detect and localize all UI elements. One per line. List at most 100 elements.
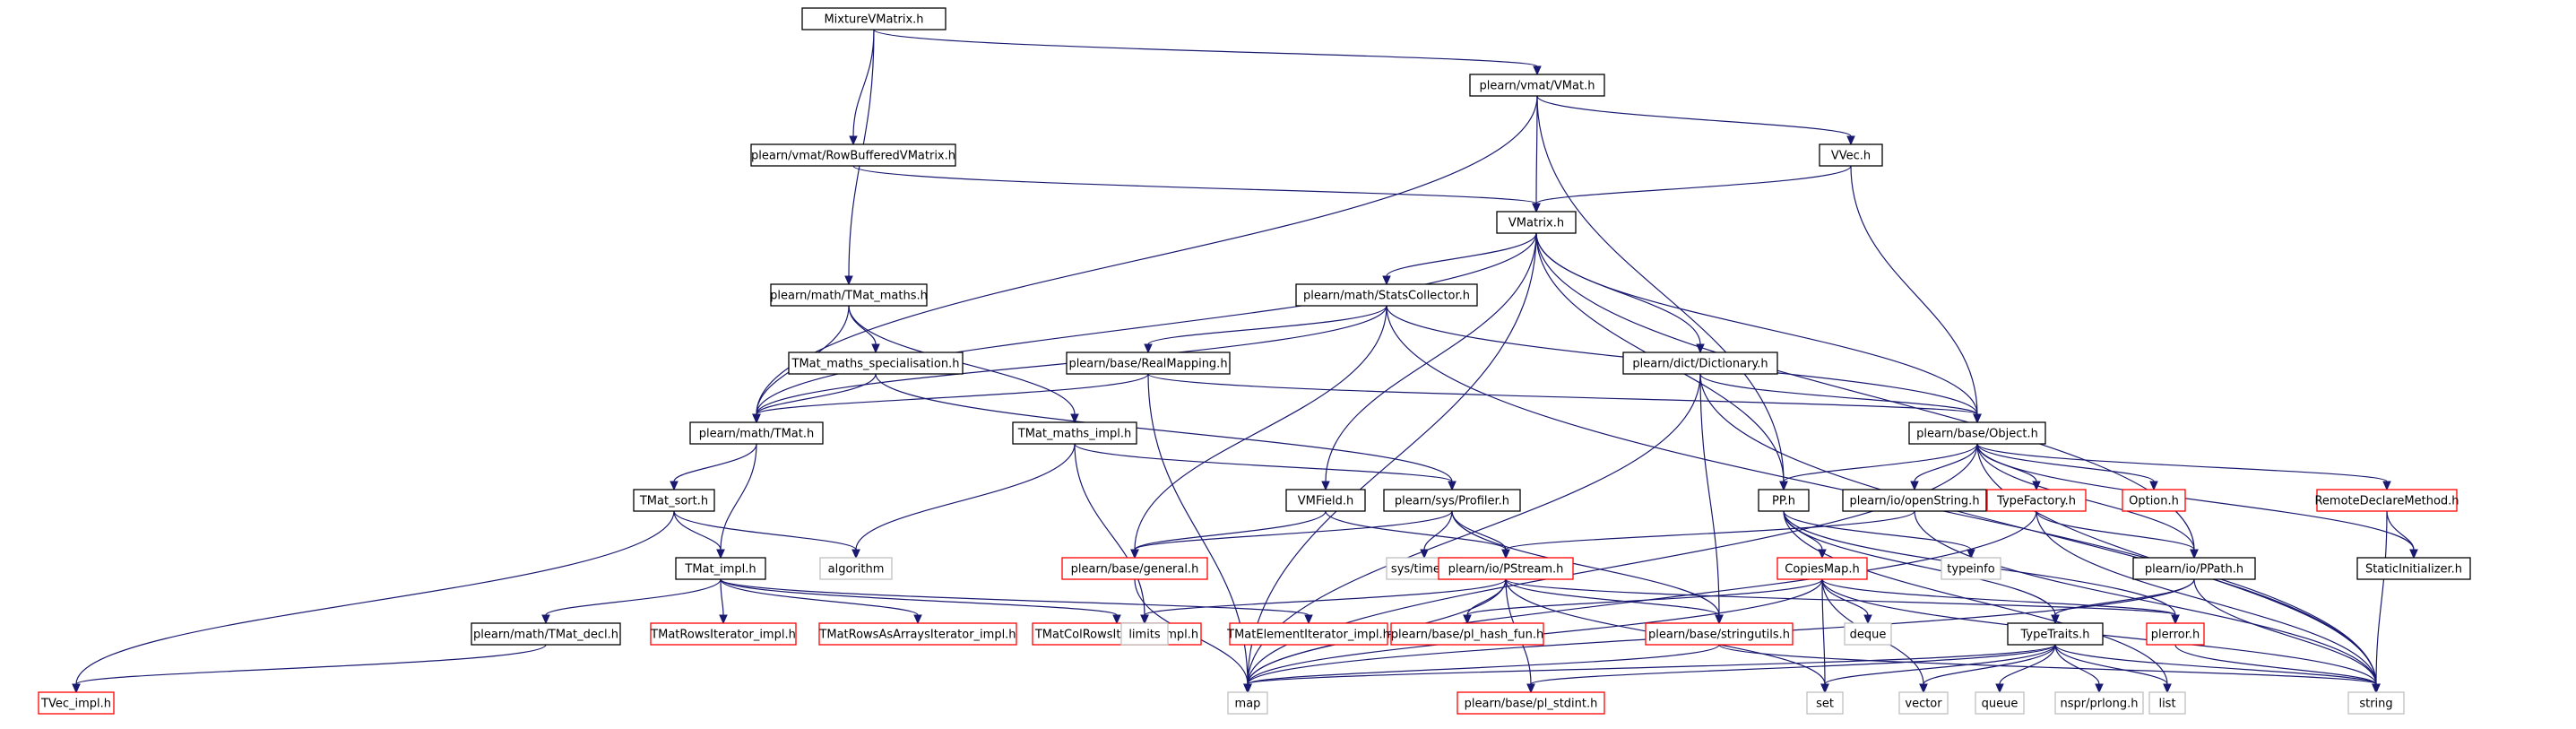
edge-line [1976,443,2415,551]
node-typefactory[interactable]: TypeFactory.h [1986,489,2087,512]
node-realmap[interactable]: plearn/base/RealMapping.h [1066,351,1231,375]
edge-line [1821,578,2176,616]
edge-arrowhead [2372,683,2381,694]
edge-arrowhead [1382,275,1391,286]
node-label: MixtureVMatrix.h [824,13,923,27]
edge-line [1914,443,1978,482]
edge-tsort-to-algorithm [673,510,860,560]
edge-line [1505,510,1915,551]
edge-line [1325,510,1507,551]
node-vmfield[interactable]: VMField.h [1285,489,1366,512]
node-box [1496,211,1577,234]
node-hashfun[interactable]: plearn/base/pl_hash_fun.h [1390,622,1544,646]
node-timpl[interactable]: TMat_impl.h [675,557,766,580]
edge-copiesmap-to-hashfun [1463,578,1823,625]
edge-line [1144,578,1507,616]
edge-stringutils-to-map [1243,644,1720,694]
node-tmatdecl[interactable]: plearn/math/TMat_decl.h [471,622,621,646]
node-tvecimpl[interactable]: TVec_impl.h [38,691,115,715]
edge-arrowhead [1321,481,1330,491]
edge-vmat-to-vvec [1536,95,1855,146]
edge-line [673,510,722,551]
edge-copiesmap-to-plerror [1821,578,2180,625]
node-label: plearn/math/StatsCollector.h [1303,290,1470,303]
node-tmimpl[interactable]: TMat_maths_impl.h [1012,421,1137,445]
node-label: TypeFactory.h [1996,495,2076,508]
node-stats[interactable]: plearn/math/StatsCollector.h [1295,283,1478,307]
edge-arrowhead [1532,203,1541,213]
edge-tmspec-to-tmat [752,373,877,424]
edge-arrowhead [1533,65,1542,76]
edge-mixture-to-vmat [873,29,1542,76]
node-rowbuf[interactable]: plearn/vmat/RowBufferedVMatrix.h [750,143,956,167]
node-label: RemoteDeclareMethod.h [2314,495,2459,508]
node-label: Option.h [2129,495,2179,508]
node-stdint[interactable]: plearn/base/pl_stdint.h [1457,691,1605,715]
edge-object-to-remote [1976,443,2391,491]
node-label: limits [1128,629,1161,642]
edge-typetraits-to-set [1820,644,2056,694]
edge-remote-to-staticinit [2386,510,2418,560]
node-limits: limits [1120,622,1169,646]
node-box [1844,622,1892,646]
edge-arrowhead [2190,549,2199,560]
node-stringutils[interactable]: plearn/base/stringutils.h [1645,622,1794,646]
edge-line [1699,373,1720,616]
edge-dict-to-stringutils [1699,373,1724,625]
edge-realmap-to-tmat [752,373,1149,424]
node-ppath[interactable]: plearn/io/PPath.h [2132,557,2256,580]
node-staticinit[interactable]: StaticInitializer.h [2356,557,2471,580]
node-mixture[interactable]: MixtureVMatrix.h [801,7,947,30]
edge-line [1505,578,1720,616]
node-vmatrix[interactable]: VMatrix.h [1496,211,1577,234]
node-typetraits[interactable]: TypeTraits.h [2007,622,2104,646]
edge-vvec-to-vmatrix [1532,165,1852,213]
node-dict[interactable]: plearn/dict/Dictionary.h [1622,351,1778,375]
node-option[interactable]: Option.h [2122,489,2186,512]
node-label: map [1235,698,1261,711]
edge-arrowhead [2171,614,2180,625]
node-elemit[interactable]: TMatElementIterator_impl.h [1226,622,1390,646]
edge-timpl-to-rowsit [719,578,728,625]
node-vmat[interactable]: plearn/vmat/VMat.h [1469,74,1605,97]
node-layer: MixtureVMatrix.h plearn/vmat/VMat.h plearn… [38,7,2471,715]
node-tmspec[interactable]: TMat_maths_specialisation.h [788,351,964,375]
node-remote[interactable]: RemoteDeclareMethod.h [2314,489,2459,512]
edge-line [2054,644,2100,685]
edge-arrowhead [2149,481,2158,491]
edge-line [1247,644,2056,685]
node-openstring[interactable]: plearn/io/openString.h [1842,489,1987,512]
node-vvec[interactable]: VVec.h [1819,143,1883,167]
node-plerror[interactable]: plerror.h [2146,622,2205,646]
edge-line [75,644,547,685]
node-box [1457,691,1605,715]
node-box [633,489,715,512]
node-general[interactable]: plearn/base/general.h [1061,557,1208,580]
edge-stats-to-realmap [1144,305,1387,354]
node-label: plerror.h [2151,629,2200,642]
node-box [2347,691,2405,715]
node-box [1061,557,1208,580]
node-typeinfo: typeinfo [1941,557,2001,580]
node-copiesmap[interactable]: CopiesMap.h [1776,557,1868,580]
node-rowsit[interactable]: TMatRowsIterator_impl.h [650,622,797,646]
edge-timpl-to-colrows [720,578,1121,625]
node-profiler[interactable]: plearn/sys/Profiler.h [1383,489,1521,512]
edge-line [875,373,1453,482]
node-box [1120,622,1169,646]
node-pstream[interactable]: plearn/io/PStream.h [1438,557,1574,580]
node-label: plearn/vmat/RowBufferedVMatrix.h [751,150,955,163]
node-colrows[interactable]: TMatColRowsIterator_impl.h [1032,622,1202,646]
node-box [2054,691,2144,715]
node-pp[interactable]: PP.h [1758,489,1810,512]
edge-line [673,510,857,551]
node-tmat[interactable]: plearn/math/TMat.h [689,421,824,445]
node-rowsarr[interactable]: TMatRowsAsArraysIterator_impl.h [818,622,1017,646]
edge-line [545,578,722,616]
node-label: VMatrix.h [1508,217,1564,230]
node-box [818,622,1017,646]
node-label: plearn/dict/Dictionary.h [1632,358,1768,371]
node-object[interactable]: plearn/base/Object.h [1908,421,2046,445]
node-tsort[interactable]: TMat_sort.h [633,489,715,512]
node-tmatmaths[interactable]: plearn/math/TMat_maths.h [770,283,928,307]
